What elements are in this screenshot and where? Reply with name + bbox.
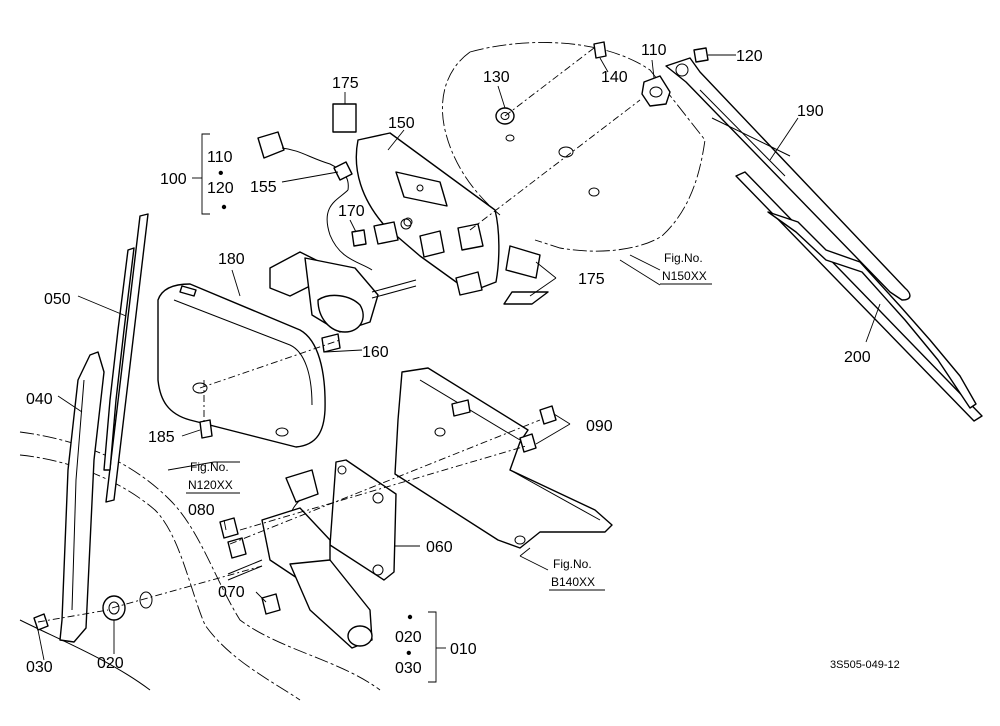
pads-175: [332, 103, 549, 305]
part-labels: 175 150 130 140 110 120 190 200 155 170 …: [26, 42, 871, 677]
label-030-left: 030: [26, 659, 53, 676]
ref-b140-code: B140XX: [551, 575, 595, 589]
label-060: 060: [426, 539, 453, 556]
rear-glass-outline: [442, 42, 706, 271]
front-wiper-arm-040: [59, 351, 105, 643]
ref-n150-title: Fig.No.: [664, 251, 703, 265]
label-200: 200: [844, 349, 871, 366]
front-mount-bracket: [394, 367, 613, 549]
figure-refs: Fig.No. N150XX Fig.No. N120XX Fig.No. B1…: [186, 251, 712, 591]
group-dots: • •: [218, 165, 413, 662]
dot-010-marker: [407, 614, 413, 620]
front-motor-plate-060: [329, 459, 397, 581]
dot-100-group: •: [218, 165, 224, 182]
label-175-right: 175: [578, 271, 605, 288]
label-185: 185: [148, 429, 175, 446]
label-140: 140: [601, 69, 628, 86]
label-190: 190: [797, 103, 824, 120]
ref-n120-title: Fig.No.: [190, 460, 229, 474]
label-170: 170: [338, 203, 365, 220]
label-180: 180: [218, 251, 245, 268]
wiper-motor-lower: [227, 469, 373, 649]
dot-010-group: •: [406, 645, 412, 662]
rear-wiper-bracket-150: [355, 132, 500, 296]
label-070: 070: [218, 584, 245, 601]
label-010: 010: [450, 641, 477, 658]
wiper-motor-upper: [269, 251, 417, 333]
label-120-group: 120: [207, 180, 234, 197]
label-120-top: 120: [736, 48, 763, 65]
label-150: 150: [388, 115, 415, 132]
front-small-parts: [33, 405, 557, 631]
label-160: 160: [362, 344, 389, 361]
label-040: 040: [26, 391, 53, 408]
rear-wiper-blade-200: [735, 171, 983, 422]
drawing-code: 3S505-049-12: [830, 659, 900, 671]
label-130: 130: [483, 69, 510, 86]
ref-n120-code: N120XX: [188, 478, 233, 492]
connector-harness-155: [257, 131, 373, 271]
group-bracket-010: [428, 611, 446, 683]
ref-b140-title: Fig.No.: [553, 557, 592, 571]
label-080: 080: [188, 502, 215, 519]
label-100: 100: [160, 171, 187, 188]
dot-100-marker: [221, 204, 227, 210]
grommets-nuts-upper: [199, 41, 709, 439]
group-bracket-100: [192, 133, 210, 215]
label-020-group: 020: [395, 629, 422, 646]
front-wiper-blade-050: [103, 213, 149, 503]
label-155: 155: [250, 179, 277, 196]
label-090: 090: [586, 418, 613, 435]
leader-lines: [37, 54, 881, 661]
ref-n150-code: N150XX: [662, 269, 707, 283]
label-175-top: 175: [332, 75, 359, 92]
motor-cover-180: [157, 283, 326, 448]
label-030-group: 030: [395, 660, 422, 677]
rear-wiper-arm-190: [665, 57, 911, 301]
label-020-left: 020: [97, 655, 124, 672]
label-110-top: 110: [641, 42, 667, 59]
label-110-group: 110: [207, 149, 233, 166]
label-050: 050: [44, 291, 71, 308]
